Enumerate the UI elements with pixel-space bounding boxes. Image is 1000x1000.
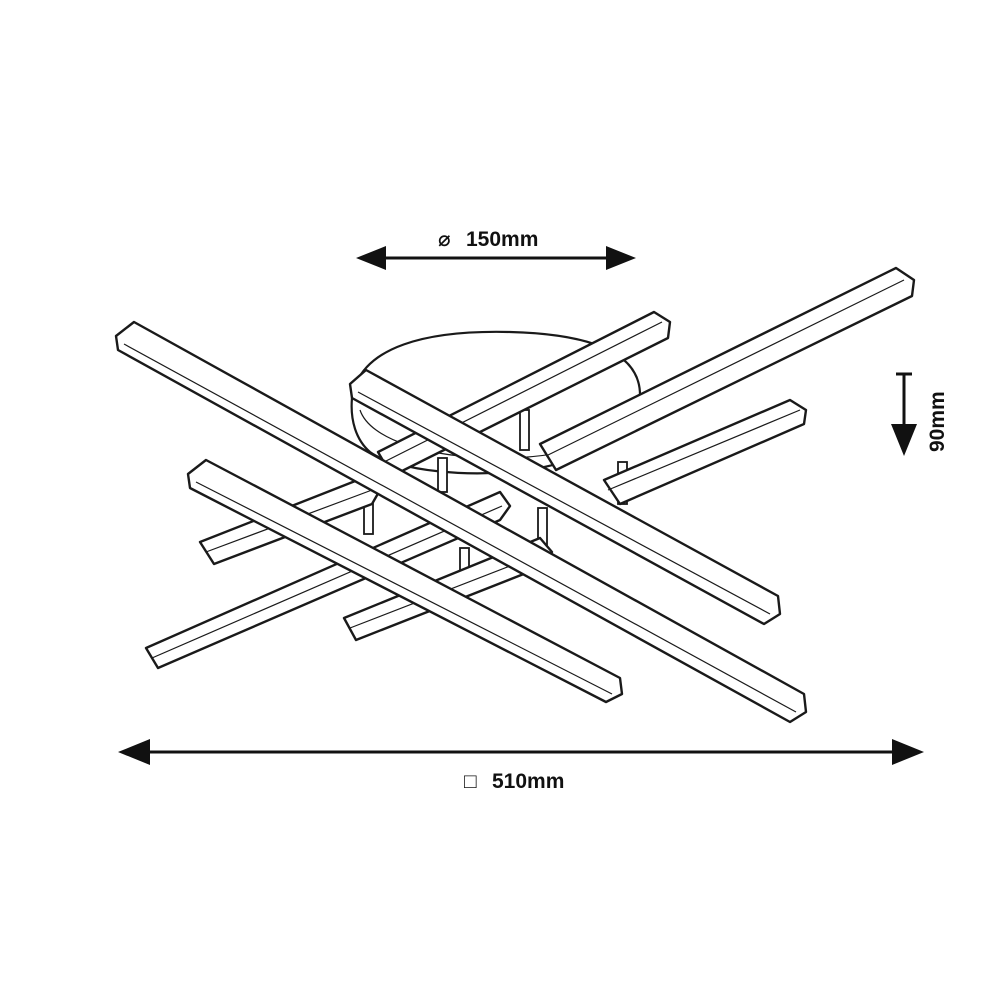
main-bar-lower [186, 458, 624, 704]
width-label: 510mm [492, 770, 564, 793]
arrow-right-icon [606, 246, 636, 270]
arrow-right-icon [892, 739, 924, 765]
diameter-dimension: ⌀ 150mm [356, 228, 636, 270]
diameter-symbol: ⌀ [438, 228, 451, 251]
height-label: 90mm [926, 391, 949, 452]
arrow-left-icon [118, 739, 150, 765]
back-bar-long-right [538, 266, 916, 472]
arrow-down-icon [891, 424, 917, 456]
back-bar-short-right [602, 398, 808, 506]
width-symbol: □ [464, 770, 477, 793]
width-dimension: □ 510mm [118, 739, 924, 793]
arrow-left-icon [356, 246, 386, 270]
main-bar-long [114, 320, 808, 724]
height-dimension: 90mm [891, 372, 949, 456]
main-bar-upper [348, 368, 782, 626]
diameter-label: 150mm [466, 228, 538, 251]
